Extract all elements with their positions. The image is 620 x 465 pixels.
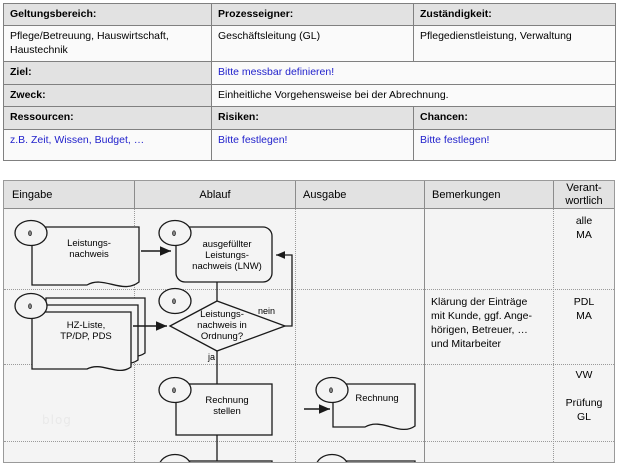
ziel-value: Bitte messbar definieren! (211, 61, 616, 85)
info-value-row: Pflege/Betreuung, Hauswirtschaft, Hauste… (3, 25, 616, 63)
flow-header-eingabe: Eingabe (12, 189, 53, 201)
risiken-label: Risiken: (211, 106, 414, 130)
zweck-label: Zweck: (3, 83, 212, 108)
risiken-value: Bitte festlegen! (211, 128, 414, 161)
shape-process-rechnung-stellen (158, 376, 273, 436)
zweck-row: Zweck: Einheitliche Vorgehensweise bei d… (3, 83, 616, 108)
ressourcen-label: Ressourcen: (3, 106, 212, 130)
flow-header-verantwortlich: Verant- wortlich (565, 182, 603, 207)
shape-decision-lnw-ordnung (158, 287, 287, 352)
flow-row-guide-2 (4, 364, 614, 365)
shape-document-leistungsnachweis (14, 219, 140, 288)
flow-row-guide-1 (4, 289, 614, 290)
info-header-geltungsbereich: Geltungsbereich: (3, 2, 212, 27)
chancen-value: Bitte festlegen! (413, 128, 616, 161)
process-flow-table: Eingabe Ablauf Ausgabe Bemerkungen Veran… (3, 180, 615, 463)
ziel-label: Ziel: (3, 61, 212, 85)
badge-0-ablauf-2: 0 (172, 297, 176, 306)
flow-row-guide-3 (4, 441, 614, 442)
info-header-zustaendigkeit: Zuständigkeit: (413, 2, 616, 27)
verantwortlich-row-1: alle MA (575, 215, 593, 241)
flow-col-guide-2 (295, 209, 296, 462)
process-info-table: Geltungsbereich: Prozesseigner: Zuständi… (3, 2, 616, 161)
flow-header-row (4, 181, 614, 209)
flow-header-sep-2 (295, 181, 296, 209)
info-value-prozesseigner: Geschäftsleitung (GL) (211, 25, 414, 63)
badge-0-eingabe-1: 0 (28, 229, 32, 238)
flow-header-ausgabe: Ausgabe (303, 189, 347, 201)
badge-0-eingabe-2: 0 (28, 302, 32, 311)
decision-no-label: nein (258, 306, 276, 316)
verantwortlich-row-2: PDL MA (573, 296, 595, 322)
ziel-row: Ziel: Bitte messbar definieren! (3, 61, 616, 85)
info-value-geltungsbereich: Pflege/Betreuung, Hauswirtschaft, Hauste… (3, 25, 212, 63)
flow-header-sep-3 (424, 181, 425, 209)
flow-header-sep-4 (553, 181, 554, 209)
shape-multidocument-hzliste (14, 292, 146, 372)
shape-document-rechnung-2 (316, 453, 416, 462)
verantwortlich-row-3: VW Prüfung GL (565, 369, 603, 423)
badge-0-ablauf-3: 0 (172, 386, 176, 395)
decision-yes-label: ja (208, 352, 216, 362)
flow-header-sep-1 (134, 181, 135, 209)
flow-col-guide-4 (553, 209, 554, 462)
shape-document-rechnung (315, 376, 416, 431)
flow-header-ablauf: Ablauf (199, 189, 231, 201)
shape-rounded-lnw (158, 219, 273, 283)
resource-header-row: Ressourcen: Risiken: Chancen: (3, 106, 616, 130)
flow-col-guide-3 (424, 209, 425, 462)
resource-value-row: z.B. Zeit, Wissen, Budget, … Bitte festl… (3, 128, 616, 161)
badge-0-ablauf-1: 0 (172, 229, 176, 238)
flow-header-bemerkungen: Bemerkungen (432, 189, 501, 201)
shape-process-restzahlung (159, 453, 273, 462)
info-value-zustaendigkeit: Pflegedienstleistung, Verwaltung (413, 25, 616, 63)
path-nein-loopback (276, 251, 293, 327)
info-header-prozesseigner: Prozesseigner: (211, 2, 414, 27)
info-header-row: Geltungsbereich: Prozesseigner: Zuständi… (3, 2, 616, 27)
bemerkungen-row-2: Klärung der Einträge mit Kunde, ggf. Ang… (431, 296, 532, 350)
ressourcen-value: z.B. Zeit, Wissen, Budget, … (3, 128, 212, 161)
chancen-label: Chancen: (413, 106, 616, 130)
flowchart-graphics (14, 219, 416, 462)
badge-0-ausgabe-3: 0 (329, 386, 333, 395)
zweck-value: Einheitliche Vorgehensweise bei der Abre… (211, 83, 616, 108)
blog-watermark: blog (42, 413, 72, 427)
